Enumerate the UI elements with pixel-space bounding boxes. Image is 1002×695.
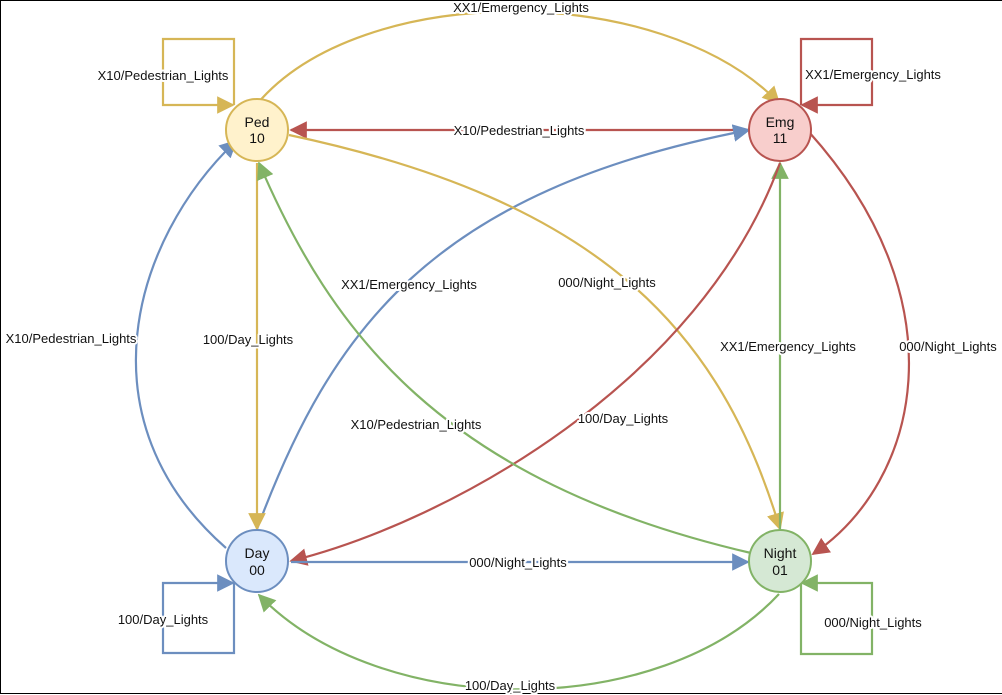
edge-ped-self-loop	[161, 37, 236, 114]
state-emg-circle	[748, 98, 812, 162]
state-day-code: 00	[249, 562, 265, 578]
label-ped-to-night: 000/Night_Lights	[558, 275, 656, 290]
label-day-to-emg: XX1/Emergency_Lights	[341, 277, 477, 292]
state-ped-name: Ped	[245, 114, 270, 130]
label-night-to-day-bottom: 100/Day_Lights	[465, 678, 556, 693]
state-day-circle	[225, 529, 289, 593]
edge-day-to-emg	[255, 124, 751, 530]
edge-ped-to-emg-top	[256, 10, 781, 105]
label-ped-to-emg-top: XX1/Emergency_Lights	[453, 1, 589, 15]
state-ped-code: 10	[249, 130, 265, 146]
label-emg-to-ped: X10/Pedestrian_Lights	[454, 123, 585, 138]
edge-day-self-loop	[161, 574, 236, 655]
state-day-name: Day	[245, 545, 270, 561]
state-emg-name: Emg	[766, 114, 795, 130]
edge-day-to-ped-left	[134, 139, 238, 549]
state-night-name: Night	[764, 545, 797, 561]
label-ped-to-day: 100/Day_Lights	[203, 332, 294, 347]
label-ped-self: X10/Pedestrian_Lights	[98, 68, 229, 83]
edge-emg-self-loop	[799, 37, 874, 114]
label-emg-to-day: 100/Day_Lights	[578, 411, 669, 426]
state-night-code: 01	[772, 562, 788, 578]
state-emg-code: 11	[773, 130, 788, 146]
state-emg: Emg 11	[748, 98, 812, 162]
edge-ped-to-night	[288, 133, 784, 531]
label-emg-self: XX1/Emergency_Lights	[805, 67, 941, 82]
edge-night-to-day-bottom	[257, 593, 780, 691]
edge-emg-to-night-right	[808, 131, 911, 555]
label-day-self: 100/Day_Lights	[118, 612, 209, 627]
label-night-to-emg: XX1/Emergency_Lights	[720, 339, 856, 354]
state-day: Day 00	[225, 529, 289, 593]
label-emg-to-night-right: 000/Night_Lights	[899, 339, 997, 354]
edge-night-to-ped	[257, 161, 752, 555]
edge-night-self-loop	[799, 574, 874, 656]
state-night-circle	[748, 529, 812, 593]
state-night: Night 01	[748, 529, 812, 593]
label-night-to-ped: X10/Pedestrian_Lights	[351, 417, 482, 432]
edge-emg-to-day	[289, 162, 782, 566]
state-ped: Ped 10	[225, 98, 289, 162]
label-day-to-night: 000/Night_Lights	[469, 555, 567, 570]
label-day-to-ped-left: X10/Pedestrian_Lights	[6, 331, 137, 346]
state-ped-circle	[225, 98, 289, 162]
label-night-self: 000/Night_Lights	[824, 615, 922, 630]
